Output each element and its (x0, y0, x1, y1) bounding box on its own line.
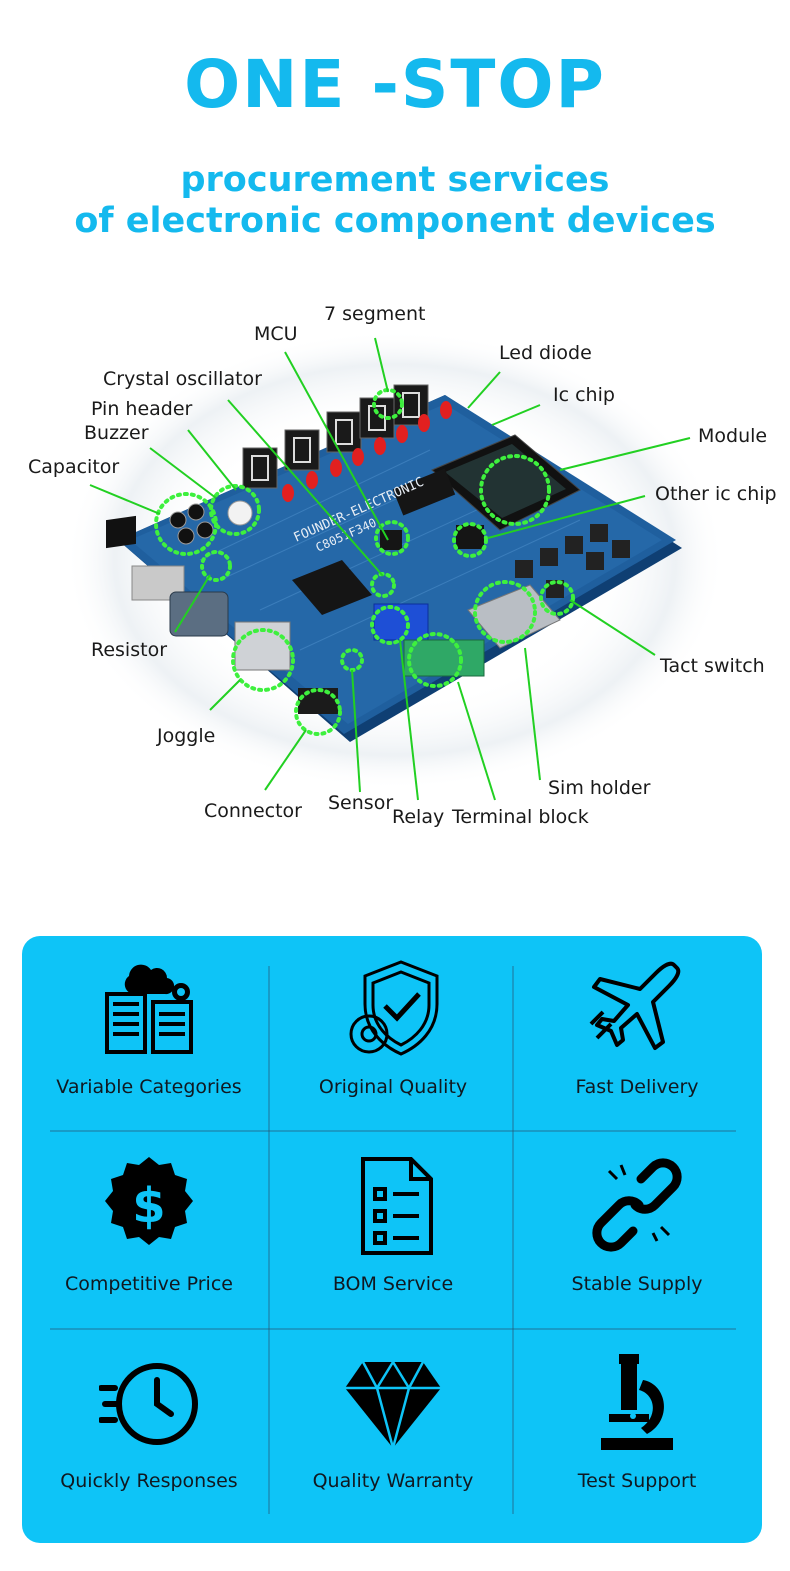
label-sensor: Sensor (328, 792, 393, 814)
hero-subtitle-line2: of electronic component devices (74, 201, 716, 241)
features-panel: Variable Categories Original Quality Fas… (22, 936, 762, 1543)
chain-link-icon (592, 1158, 682, 1252)
label-pin-header: Pin header (91, 398, 193, 420)
feature-label: Original Quality (318, 1076, 468, 1098)
grid-divider (50, 1130, 736, 1132)
feature-original-quality: Original Quality (270, 936, 516, 1131)
label-other-ic-chip: Other ic chip (655, 483, 777, 505)
label-joggle: Joggle (156, 725, 215, 747)
label-ic-chip: Ic chip (553, 384, 615, 406)
label-sim-holder: Sim holder (548, 777, 651, 799)
feature-label: Competitive Price (65, 1273, 233, 1295)
feature-stable-supply: Stable Supply (514, 1133, 760, 1328)
checklist-document-icon (361, 1157, 433, 1255)
label-resistor: Resistor (91, 639, 167, 661)
feature-label: Variable Categories (56, 1076, 242, 1098)
fast-clock-icon (99, 1363, 198, 1445)
feature-fast-delivery: Fast Delivery (514, 936, 760, 1131)
feature-label: Quickly Responses (60, 1470, 238, 1492)
grid-divider (512, 966, 514, 1514)
feature-competitive-price: $ Competitive Price (26, 1133, 272, 1328)
server-rack-icon (105, 964, 193, 1054)
label-connector: Connector (204, 800, 302, 822)
feature-quickly-responses: Quickly Responses (26, 1330, 272, 1525)
component-labels: 7 segment MCU Led diode Crystal oscillat… (28, 303, 777, 828)
board-diagram: FOUNDER-ELECTRONIC C8051F340 (28, 303, 777, 828)
label-buzzer: Buzzer (84, 422, 149, 444)
feature-label: Quality Warranty (312, 1470, 474, 1492)
leader-lines (89, 337, 691, 801)
airplane-icon (589, 961, 681, 1050)
microscope-icon (601, 1354, 673, 1450)
hero-subtitle-line1: procurement services (180, 160, 610, 200)
feature-variable-categories: Variable Categories (26, 936, 272, 1131)
dollar-badge-icon: $ (105, 1157, 193, 1245)
feature-label: BOM Service (332, 1273, 454, 1295)
label-led-diode: Led diode (499, 342, 592, 364)
label-capacitor: Capacitor (28, 456, 119, 478)
diamond-icon (345, 1359, 441, 1452)
label-module: Module (698, 425, 767, 447)
svg-text:$: $ (132, 1178, 165, 1234)
hero-title: ONE -STOP (184, 46, 606, 123)
feature-label: Fast Delivery (575, 1076, 699, 1098)
label-terminal-block: Terminal block (451, 806, 589, 828)
label-mcu: MCU (254, 323, 298, 345)
shield-check-icon (349, 960, 439, 1056)
feature-label: Test Support (577, 1470, 697, 1492)
label-tact-switch: Tact switch (659, 655, 765, 677)
label-crystal-oscillator: Crystal oscillator (103, 368, 262, 390)
label-7-segment: 7 segment (324, 303, 425, 325)
pcb-board: FOUNDER-ELECTRONIC C8051F340 (106, 384, 682, 742)
label-relay: Relay (392, 806, 444, 828)
feature-quality-warranty: Quality Warranty (270, 1330, 516, 1525)
grid-divider (268, 966, 270, 1514)
feature-bom-service: BOM Service (270, 1133, 516, 1328)
grid-divider (50, 1328, 736, 1330)
highlight-markers (154, 388, 575, 736)
feature-label: Stable Supply (571, 1273, 703, 1295)
feature-test-support: Test Support (514, 1330, 760, 1525)
